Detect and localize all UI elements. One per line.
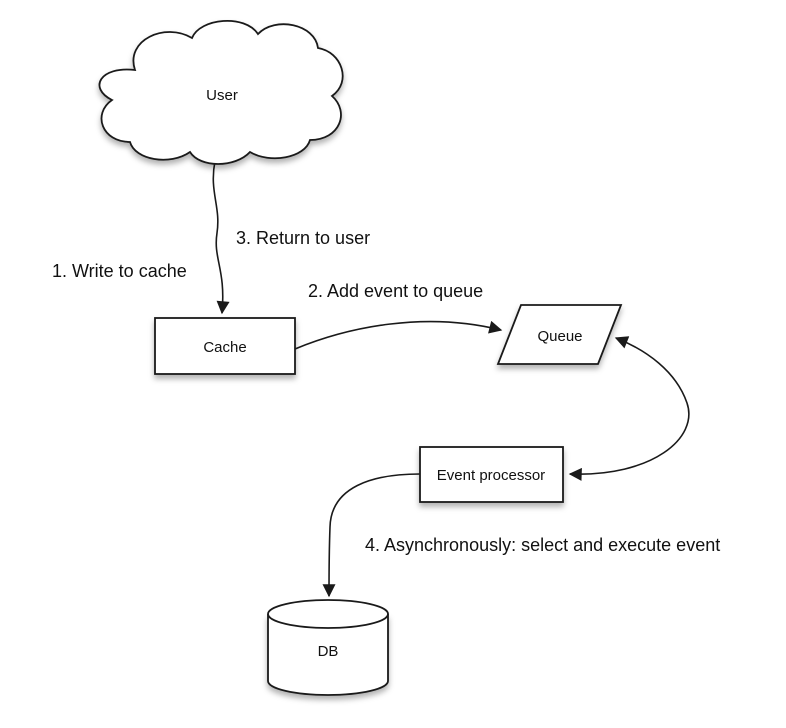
cache-node <box>154 317 296 375</box>
step4-label: 4. Asynchronously: select and execute ev… <box>365 535 720 555</box>
db-cylinder-top <box>267 599 389 629</box>
step1-label: 1. Write to cache <box>52 261 187 281</box>
db-cylinder-body <box>267 614 389 696</box>
event-processor-node <box>419 446 564 503</box>
db-label: DB <box>318 643 339 660</box>
edge-cache-to-queue <box>294 320 503 350</box>
step3-label: 3. Return to user <box>236 228 370 248</box>
cache-label: Cache <box>203 339 246 356</box>
edge-user-to-cache <box>212 160 230 315</box>
user-label: User <box>206 87 238 104</box>
edge-event-processor-to-db <box>322 473 421 598</box>
event-processor-label: Event processor <box>437 467 545 484</box>
queue-node <box>496 304 623 365</box>
user-cloud-shape <box>98 20 344 165</box>
edge-queue-event-processor-double <box>568 336 690 481</box>
step2-label: 2. Add event to queue <box>308 281 483 301</box>
queue-label: Queue <box>537 328 582 345</box>
